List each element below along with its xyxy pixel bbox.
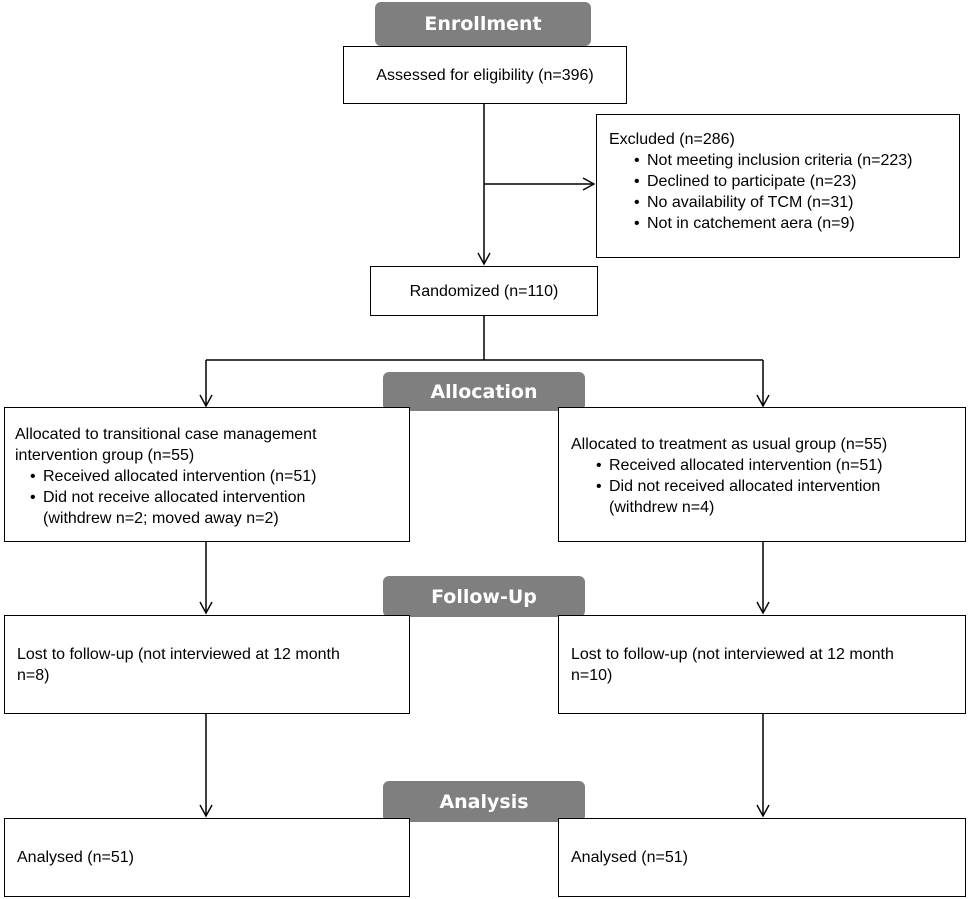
right-lost-count: n=10) bbox=[571, 666, 613, 684]
excluded-reason: Not in catchement aera (n=9) bbox=[634, 213, 959, 234]
right-followup-box: Lost to follow-up (not interviewed at 12… bbox=[558, 615, 966, 714]
left-not-received: Did not receive allocated intervention bbox=[30, 487, 409, 508]
right-allocation-box: Allocated to treatment as usual group (n… bbox=[558, 407, 966, 542]
right-not-received-detail: (withdrew n=4) bbox=[609, 499, 715, 516]
left-allocation-title: intervention group (n=55) bbox=[15, 447, 195, 464]
assessed-box: Assessed for eligibility (n=396) bbox=[343, 46, 627, 104]
left-allocation-box: Allocated to transitional case managemen… bbox=[4, 407, 410, 542]
excluded-reason: Declined to participate (n=23) bbox=[634, 171, 959, 192]
right-not-received: Did not received allocated intervention bbox=[596, 476, 965, 497]
left-analysis-box: Analysed (n=51) bbox=[4, 818, 410, 897]
left-allocation-details: Received allocated intervention (n=51) D… bbox=[30, 466, 409, 508]
randomized-text: Randomized (n=110) bbox=[409, 282, 559, 300]
randomized-box: Randomized (n=110) bbox=[370, 266, 598, 316]
excluded-box: Excluded (n=286) Not meeting inclusion c… bbox=[596, 114, 960, 258]
left-not-received-detail: (withdrew n=2; moved away n=2) bbox=[43, 510, 279, 527]
excluded-reason: Not meeting inclusion criteria (n=223) bbox=[634, 150, 959, 171]
right-analysis-box: Analysed (n=51) bbox=[558, 818, 966, 897]
excluded-reasons: Not meeting inclusion criteria (n=223) D… bbox=[634, 150, 959, 234]
left-followup-box: Lost to follow-up (not interviewed at 12… bbox=[4, 615, 410, 714]
right-allocation-details: Received allocated intervention (n=51) D… bbox=[596, 455, 965, 497]
stage-allocation-label: Allocation bbox=[430, 380, 538, 403]
right-lost-text: Lost to follow-up (not interviewed at 12… bbox=[571, 645, 894, 663]
excluded-title: Excluded (n=286) bbox=[609, 131, 735, 148]
right-received: Received allocated intervention (n=51) bbox=[596, 455, 965, 476]
left-lost-text: Lost to follow-up (not interviewed at 12… bbox=[17, 645, 340, 663]
assessed-text: Assessed for eligibility (n=396) bbox=[376, 66, 594, 84]
excluded-reason: No availability of TCM (n=31) bbox=[634, 192, 959, 213]
left-analysed-text: Analysed (n=51) bbox=[17, 849, 134, 866]
left-lost-count: n=8) bbox=[17, 666, 50, 684]
left-allocation-title: Allocated to transitional case managemen… bbox=[15, 426, 317, 443]
stage-enrollment: Enrollment bbox=[375, 2, 591, 46]
stage-analysis-label: Analysis bbox=[439, 790, 529, 813]
left-received: Received allocated intervention (n=51) bbox=[30, 466, 409, 487]
stage-allocation: Allocation bbox=[383, 372, 585, 411]
stage-analysis: Analysis bbox=[383, 781, 585, 822]
stage-follow-up-label: Follow-Up bbox=[431, 585, 537, 608]
stage-follow-up: Follow-Up bbox=[383, 576, 585, 617]
right-analysed-text: Analysed (n=51) bbox=[571, 849, 688, 866]
right-allocation-title: Allocated to treatment as usual group (n… bbox=[571, 436, 888, 453]
stage-enrollment-label: Enrollment bbox=[424, 13, 542, 35]
